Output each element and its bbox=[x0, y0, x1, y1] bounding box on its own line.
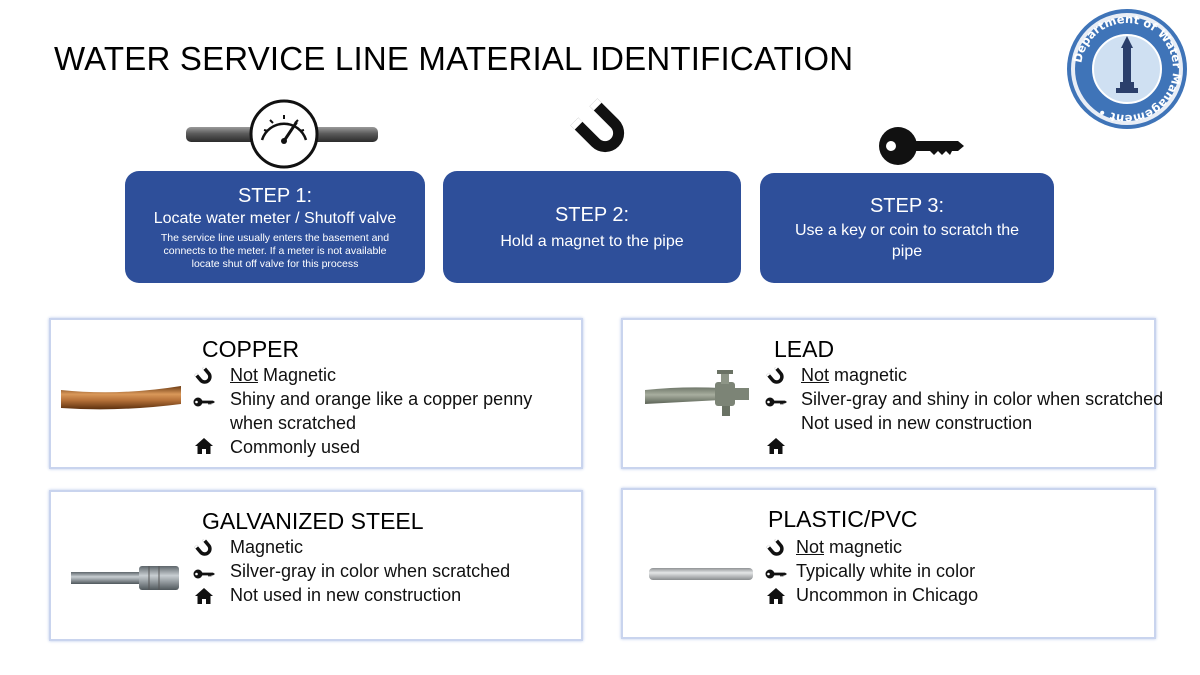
step-1-desc-line: The service line usually enters the base… bbox=[160, 231, 390, 244]
scratch-line: Shiny and orange like a copper penny bbox=[230, 389, 533, 409]
lead-card: LEAD Not magnetic Silver-gray and shiny … bbox=[621, 318, 1163, 469]
step-1-desc-line: connects to the meter. If a meter is not… bbox=[163, 244, 387, 257]
magnet-icon bbox=[193, 367, 215, 385]
magnet-suffix: Magnetic bbox=[258, 365, 337, 385]
home-icon bbox=[193, 587, 215, 605]
pvc-pipe-image bbox=[649, 568, 753, 580]
copper-usage-text: Commonly used bbox=[230, 437, 361, 457]
galvanized-magnet-text: Magnetic bbox=[230, 537, 304, 557]
page-title: WATER SERVICE LINE MATERIAL IDENTIFICATI… bbox=[54, 40, 854, 77]
galvanized-steel-card: GALVANIZED STEEL Magnetic Silver-gray in… bbox=[49, 490, 583, 641]
lead-title: LEAD bbox=[774, 336, 835, 362]
step-1-title: STEP 1: bbox=[237, 184, 313, 207]
copper-magnet-text: Not Magnetic bbox=[230, 363, 336, 387]
lead-scratch-text: Silver-gray and shiny in color when scra… bbox=[801, 389, 1164, 409]
step-2-subtitle: Hold a magnet to the pipe bbox=[500, 232, 684, 250]
magnet-icon bbox=[193, 539, 215, 557]
step-3-title: STEP 3: bbox=[869, 195, 945, 217]
galvanized-scratch-text: Silver-gray in color when scratched bbox=[230, 561, 511, 581]
magnet-icon bbox=[765, 367, 787, 385]
home-icon bbox=[193, 437, 215, 455]
copper-title: COPPER bbox=[202, 336, 300, 362]
not-underlined: Not bbox=[796, 537, 825, 557]
lead-pipe-image bbox=[645, 370, 749, 416]
magnet-suffix: magnetic bbox=[829, 365, 908, 385]
pvc-usage-text: Uncommon in Chicago bbox=[796, 585, 979, 605]
step-3-subtitle-line: Use a key or coin to scratch the bbox=[794, 222, 1020, 239]
department-seal-icon: Department of Water Management • bbox=[1067, 9, 1187, 129]
lead-magnet-text: Not magnetic bbox=[801, 363, 907, 387]
pvc-scratch-text: Typically white in color bbox=[796, 561, 976, 581]
step-1-desc-line: locate shut off valve for this process bbox=[191, 257, 359, 270]
copper-pipe-image bbox=[61, 386, 181, 410]
step-2-title: STEP 2: bbox=[554, 203, 630, 226]
magnet-icon bbox=[570, 98, 625, 153]
key-icon bbox=[765, 565, 787, 583]
home-icon bbox=[765, 587, 787, 605]
not-underlined: Not bbox=[230, 365, 259, 385]
step-2-box: STEP 2: Hold a magnet to the pipe bbox=[443, 171, 741, 283]
step-1-subtitle: Locate water meter / Shutoff valve bbox=[153, 209, 397, 227]
scratch-line: when scratched bbox=[230, 413, 357, 433]
pvc-magnet-text: Not magnetic bbox=[796, 535, 902, 559]
copper-scratch-text: Shiny and orange like a copper penny whe… bbox=[230, 387, 532, 435]
key-icon bbox=[765, 393, 787, 411]
magnet-icon bbox=[765, 539, 787, 557]
copper-card: COPPER Not Magnetic Shiny and orange lik… bbox=[49, 318, 583, 469]
step-1-box: STEP 1: Locate water meter / Shutoff val… bbox=[125, 171, 425, 283]
plastic-pvc-card: PLASTIC/PVC Not magnetic Typically white… bbox=[621, 488, 1156, 639]
step-3-subtitle: Use a key or coin to scratch the pipe bbox=[795, 220, 1019, 262]
key-icon bbox=[193, 393, 215, 411]
step-3-subtitle-line: pipe bbox=[891, 243, 923, 260]
key-icon bbox=[193, 565, 215, 583]
galvanized-title: GALVANIZED STEEL bbox=[202, 508, 424, 534]
lead-note-text: Not used in new construction bbox=[801, 413, 1033, 433]
magnet-suffix: magnetic bbox=[824, 537, 903, 557]
not-underlined: Not bbox=[801, 365, 830, 385]
galvanized-pipe-image bbox=[71, 566, 179, 590]
water-meter-icon bbox=[186, 99, 378, 169]
pvc-title: PLASTIC/PVC bbox=[768, 506, 918, 532]
key-icon bbox=[879, 127, 964, 165]
galvanized-usage-text: Not used in new construction bbox=[230, 585, 462, 605]
step-1-description: The service line usually enters the base… bbox=[161, 232, 389, 271]
home-icon bbox=[765, 437, 787, 455]
step-3-box: STEP 3: Use a key or coin to scratch the… bbox=[760, 173, 1054, 283]
